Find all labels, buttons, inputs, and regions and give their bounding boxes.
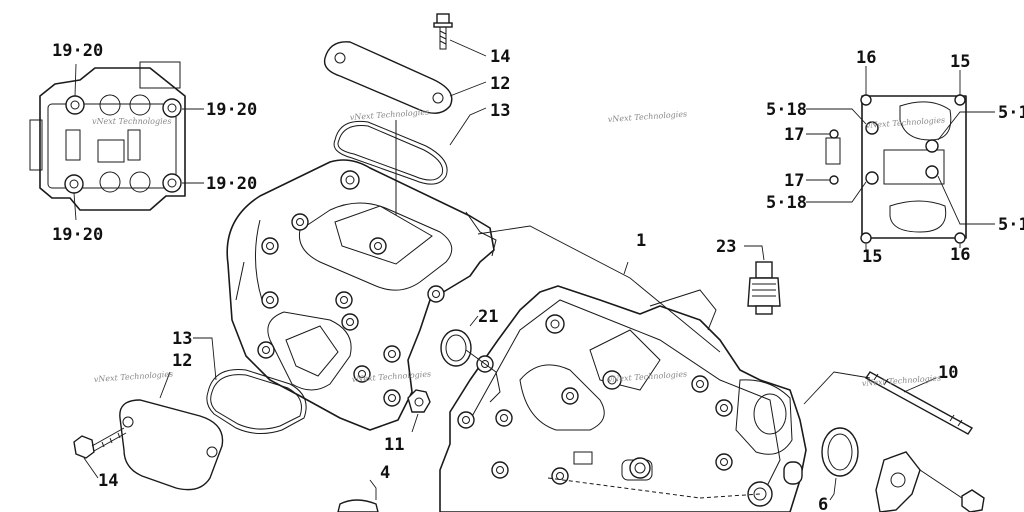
label-19-20-right-upper: 19·20 bbox=[206, 100, 257, 120]
callout-labels: 19·20 19·20 19·20 19·20 14 12 13 16 15 5… bbox=[52, 41, 1024, 512]
label-4: 4 bbox=[380, 463, 390, 483]
label-5-1-upper: 5·1 bbox=[998, 103, 1024, 123]
label-6: 6 bbox=[818, 495, 828, 512]
label-13-top: 13 bbox=[490, 101, 510, 121]
inset-head-bottom-view bbox=[825, 94, 967, 244]
label-15-bottom: 15 bbox=[862, 247, 882, 267]
label-1: 1 bbox=[636, 231, 646, 251]
label-16-bottom: 16 bbox=[950, 245, 970, 265]
label-5-18-upper: 5·18 bbox=[766, 100, 807, 120]
oring-6 bbox=[821, 427, 859, 477]
elbow-fitting bbox=[875, 451, 921, 512]
valve-cover bbox=[226, 159, 497, 431]
cylinder-head bbox=[439, 285, 807, 512]
label-19-20-bottom: 19·20 bbox=[52, 225, 103, 245]
label-10: 10 bbox=[938, 363, 958, 383]
label-14-lower: 14 bbox=[98, 471, 118, 491]
watermark-text: vNext Technologies bbox=[608, 109, 688, 124]
seal-21 bbox=[440, 329, 501, 403]
watermark-text: vNext Technologies bbox=[94, 369, 174, 384]
label-5-18-lower: 5·18 bbox=[766, 193, 807, 213]
cover-12-top bbox=[323, 41, 453, 114]
sensor-23 bbox=[747, 261, 781, 315]
inset-head-top-view bbox=[29, 61, 186, 211]
label-15-right: 15 bbox=[950, 52, 970, 72]
label-12-top: 12 bbox=[490, 74, 510, 94]
watermark-text: vNext Technologies bbox=[92, 117, 171, 126]
bolt-bottom-right bbox=[919, 469, 985, 512]
label-5-1-lower: 5·1 bbox=[998, 215, 1024, 235]
label-12-lower: 12 bbox=[172, 351, 192, 371]
bolt-14-top bbox=[433, 13, 453, 50]
label-19-20-right-lower: 19·20 bbox=[206, 174, 257, 194]
label-19-20-top: 19·20 bbox=[52, 41, 103, 61]
gasket-13-lower bbox=[206, 368, 307, 434]
nut-11 bbox=[407, 389, 431, 413]
label-14-top: 14 bbox=[490, 47, 510, 67]
watermark-text: vNext Technologies bbox=[350, 107, 430, 122]
watermark-text: vNext Technologies bbox=[608, 369, 688, 384]
label-11: 11 bbox=[384, 435, 404, 455]
label-17-lower: 17 bbox=[784, 171, 804, 191]
stud-10 bbox=[864, 371, 974, 435]
label-13-lower: 13 bbox=[172, 329, 192, 349]
watermarks: vNext Technologies vNext Technologies vN… bbox=[92, 107, 945, 388]
label-23: 23 bbox=[716, 237, 736, 257]
label-16-left: 16 bbox=[856, 48, 876, 68]
part-4 bbox=[337, 499, 379, 512]
label-17-upper: 17 bbox=[784, 125, 804, 145]
watermark-text: vNext Technologies bbox=[866, 115, 946, 130]
gasket-13-top bbox=[333, 120, 448, 185]
cover-12-lower bbox=[119, 399, 224, 491]
label-21: 21 bbox=[478, 307, 498, 327]
bolt-14-lower bbox=[73, 427, 127, 459]
